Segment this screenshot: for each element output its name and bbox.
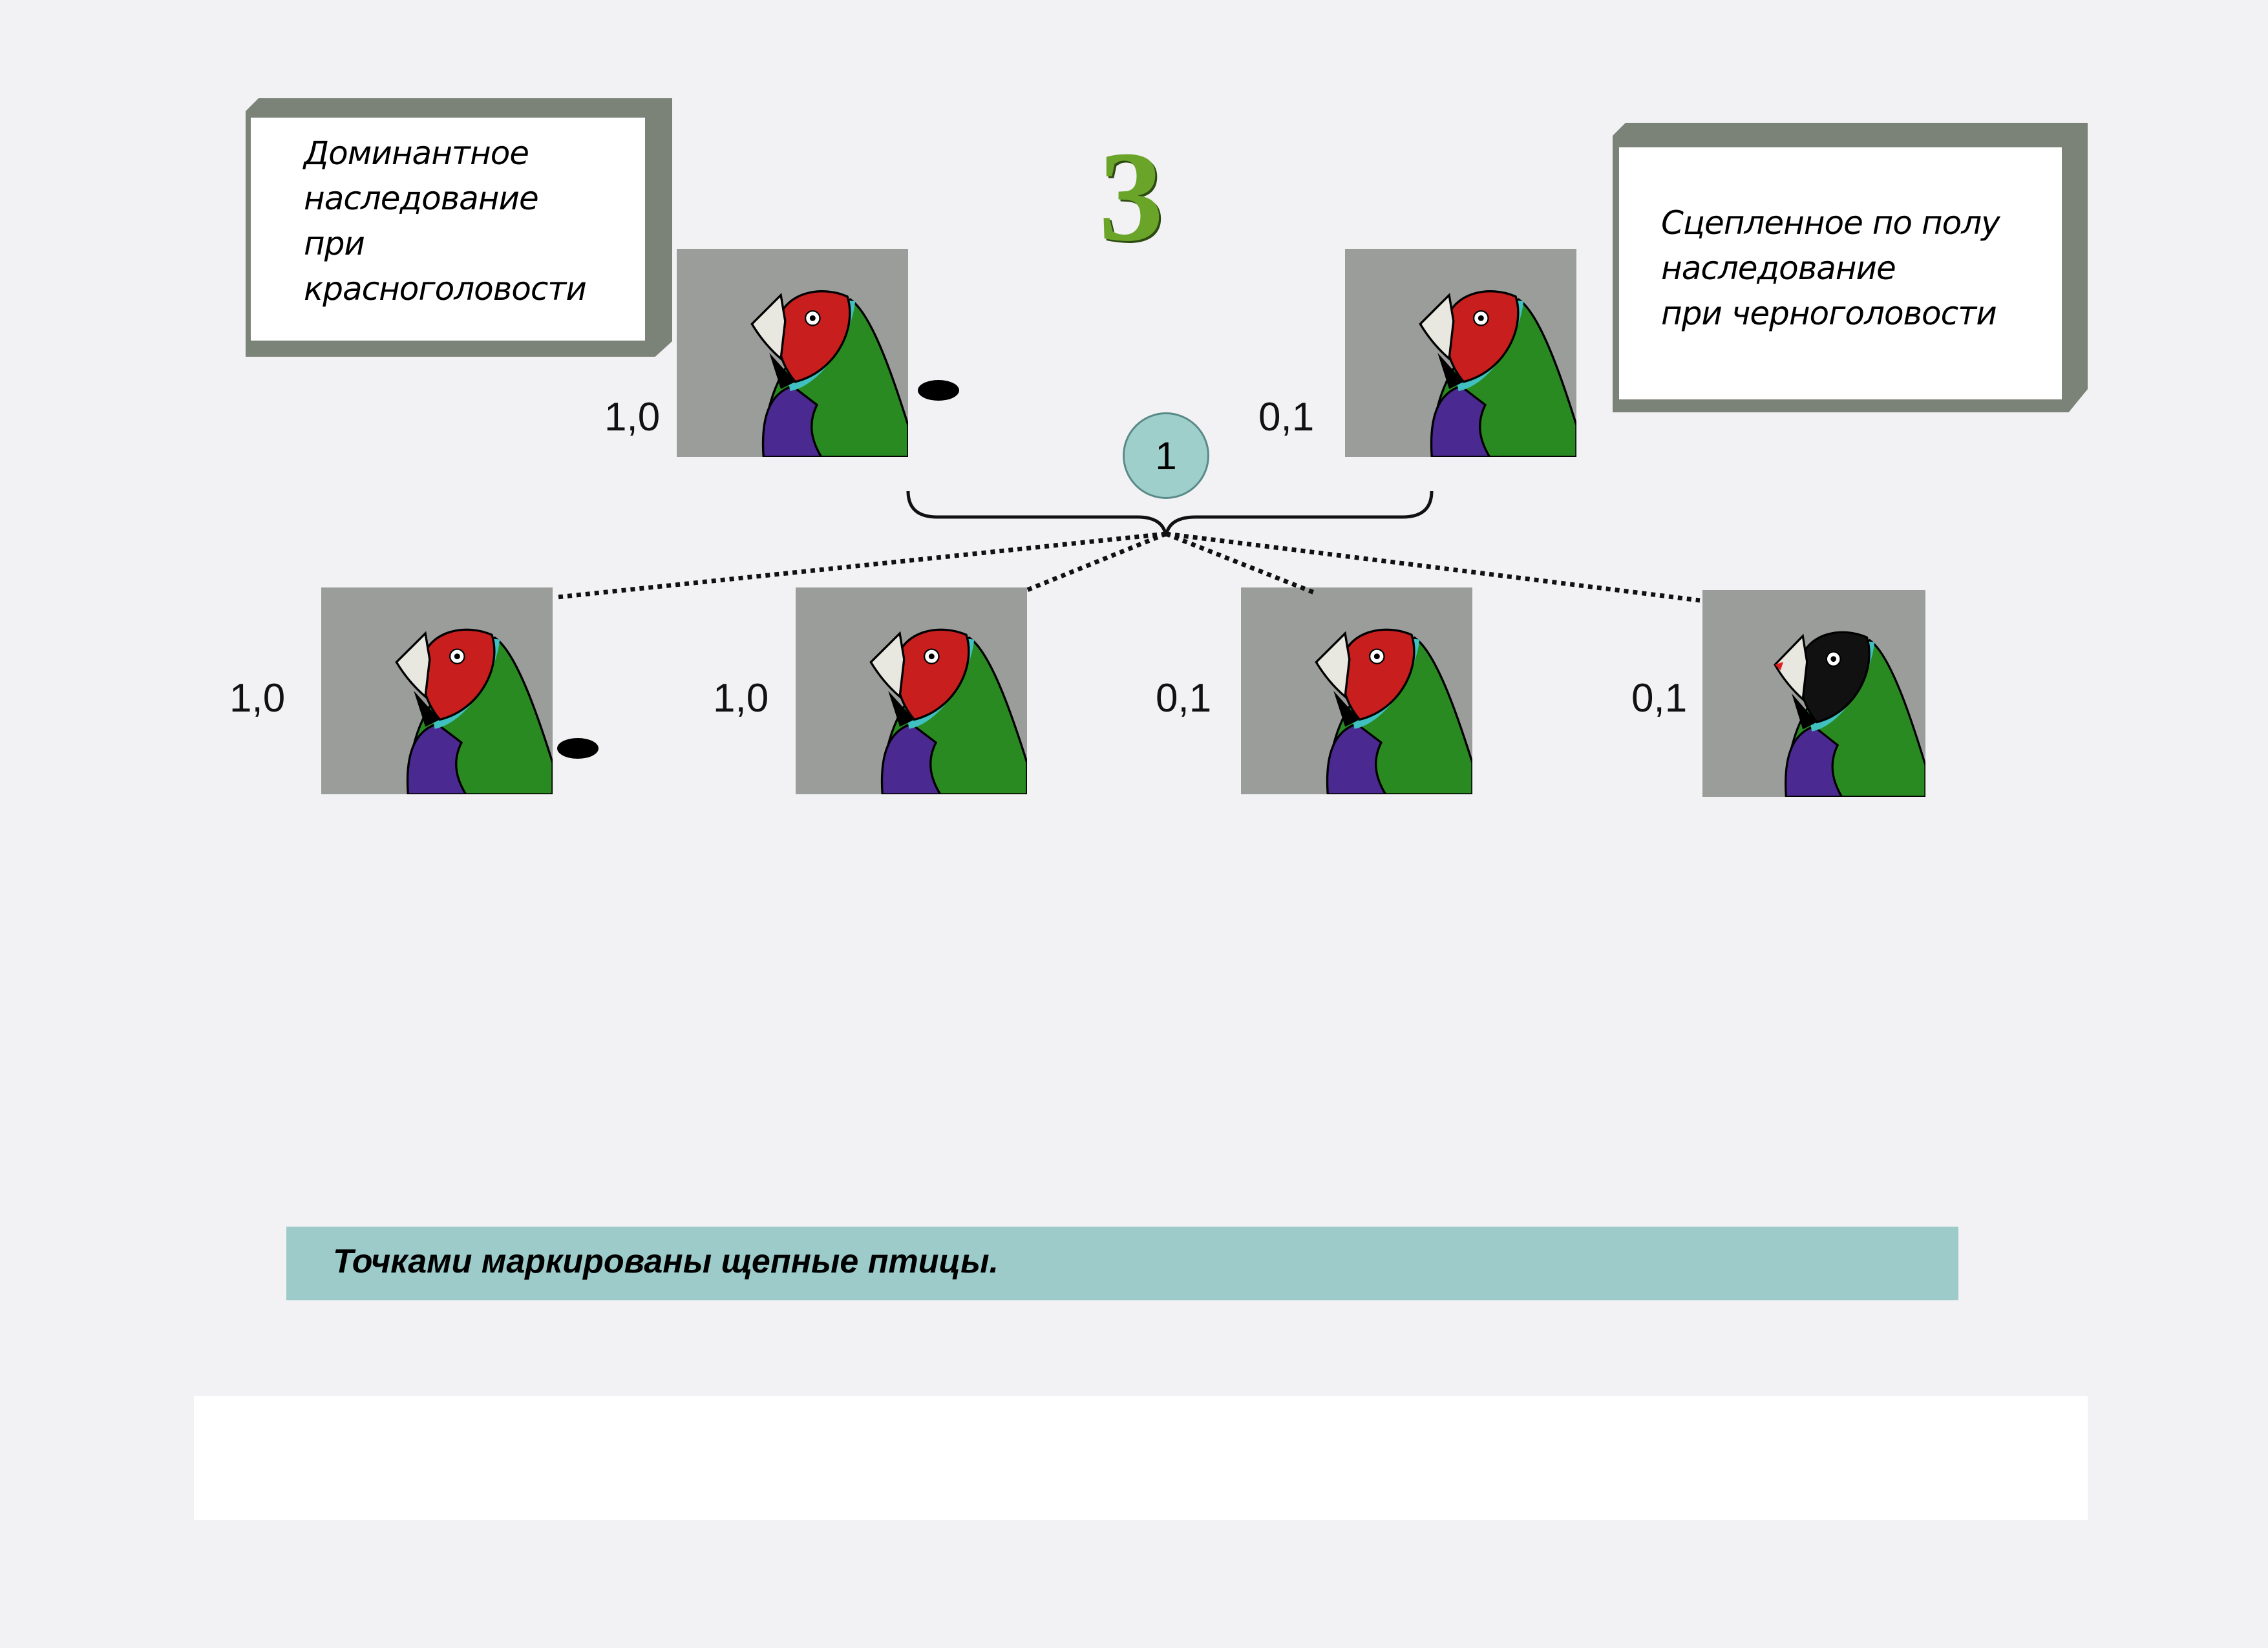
blank-panel	[194, 1396, 2088, 1520]
bird-beak	[869, 631, 906, 699]
bird-beak	[1419, 293, 1455, 361]
sex-label: 1,0	[229, 676, 286, 721]
red-headed-gouldian-finch-parent	[1345, 249, 1578, 458]
dotted-line-2	[1026, 531, 1167, 593]
red-headed-gouldian-finch-offsprin	[796, 587, 1028, 796]
bird-throat	[1333, 691, 1360, 727]
bird-beak	[1315, 631, 1351, 699]
red-headed-gouldian-finch-offsprin	[321, 587, 554, 796]
bird-throat	[1792, 693, 1817, 730]
figure-number: 3	[1099, 125, 1163, 268]
sex-label: 1,0	[713, 676, 769, 721]
bird-beak	[1774, 633, 1808, 702]
bird-throat	[1437, 353, 1464, 389]
right-box-text: Сцепленное по полу наследование при черн…	[1661, 204, 2000, 332]
bird-beak	[750, 293, 787, 361]
caption-text: Точками маркированы щепные птицы.	[333, 1243, 999, 1280]
left-box-text: Доминантное наследование при красноголов…	[304, 134, 587, 308]
split-marker-dot	[557, 738, 599, 759]
cross-number-circle: 1	[1123, 412, 1209, 499]
bird-throat	[414, 691, 440, 727]
left-label-box: Доминантное наследование при красноголов…	[246, 98, 672, 357]
bird-throat	[769, 353, 796, 389]
split-marker-dot	[918, 380, 959, 401]
brace	[906, 491, 1434, 537]
sex-label: 0,1	[1156, 676, 1212, 721]
dotted-line-4	[1165, 531, 1701, 603]
sex-label: 0,1	[1631, 676, 1688, 721]
black-headed-gouldian-finch-offsprin	[1702, 590, 1927, 798]
cross-number: 1	[1155, 434, 1177, 478]
right-label-box: Сцепленное по полу наследование при черн…	[1613, 123, 2088, 412]
red-headed-gouldian-finch-offsprin	[1241, 587, 1474, 796]
bird-beak	[395, 631, 431, 699]
red-headed-gouldian-finch-parent	[677, 249, 909, 458]
sex-label: 1,0	[604, 395, 661, 439]
bird-throat	[888, 691, 915, 727]
sex-label: 0,1	[1258, 395, 1315, 439]
caption-bar: Точками маркированы щепные птицы.	[286, 1227, 1958, 1300]
dotted-line-1	[556, 531, 1167, 600]
